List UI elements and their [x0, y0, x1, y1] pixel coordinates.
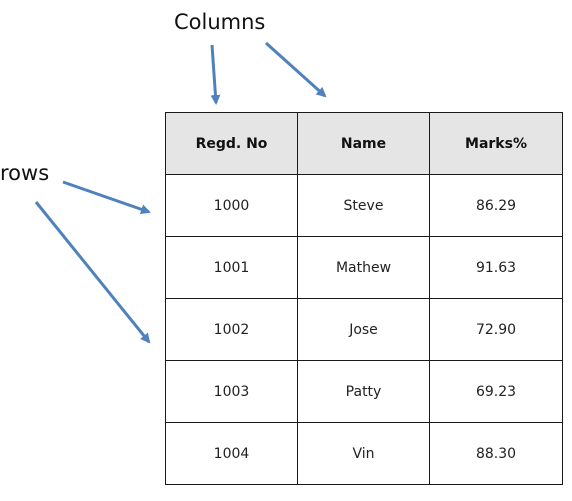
- table-header-row: Regd. No Name Marks%: [165, 112, 563, 175]
- table-row: 1000 Steve 86.29: [165, 174, 563, 237]
- cell-marks: 86.29: [429, 174, 563, 237]
- header-regd-no: Regd. No: [165, 112, 298, 175]
- columns-callout-label: Columns: [174, 10, 266, 34]
- table-row: 1002 Jose 72.90: [165, 298, 563, 361]
- cell-regd-no: 1003: [165, 360, 298, 423]
- cell-name: Steve: [297, 174, 430, 237]
- rows-callout-label: rows: [0, 161, 50, 185]
- cell-marks: 88.30: [429, 422, 563, 485]
- cell-regd-no: 1002: [165, 298, 298, 361]
- table-row: 1003 Patty 69.23: [165, 360, 563, 423]
- cell-name: Patty: [297, 360, 430, 423]
- header-name: Name: [297, 112, 430, 175]
- table-row: 1004 Vin 88.30: [165, 422, 563, 485]
- rows-arrow-lower: [34, 201, 151, 344]
- table-row: 1001 Mathew 91.63: [165, 236, 563, 299]
- cell-name: Vin: [297, 422, 430, 485]
- header-marks: Marks%: [429, 112, 563, 175]
- cell-name: Jose: [297, 298, 430, 361]
- cell-name: Mathew: [297, 236, 430, 299]
- cell-regd-no: 1001: [165, 236, 298, 299]
- rows-arrow-upper: [62, 180, 151, 215]
- columns-arrow-right: [264, 41, 327, 98]
- cell-marks: 72.90: [429, 298, 563, 361]
- columns-arrow-left: [210, 44, 221, 105]
- student-marks-table: Regd. No Name Marks% 1000 Steve 86.29 10…: [165, 112, 563, 485]
- cell-regd-no: 1000: [165, 174, 298, 237]
- cell-marks: 69.23: [429, 360, 563, 423]
- cell-marks: 91.63: [429, 236, 563, 299]
- cell-regd-no: 1004: [165, 422, 298, 485]
